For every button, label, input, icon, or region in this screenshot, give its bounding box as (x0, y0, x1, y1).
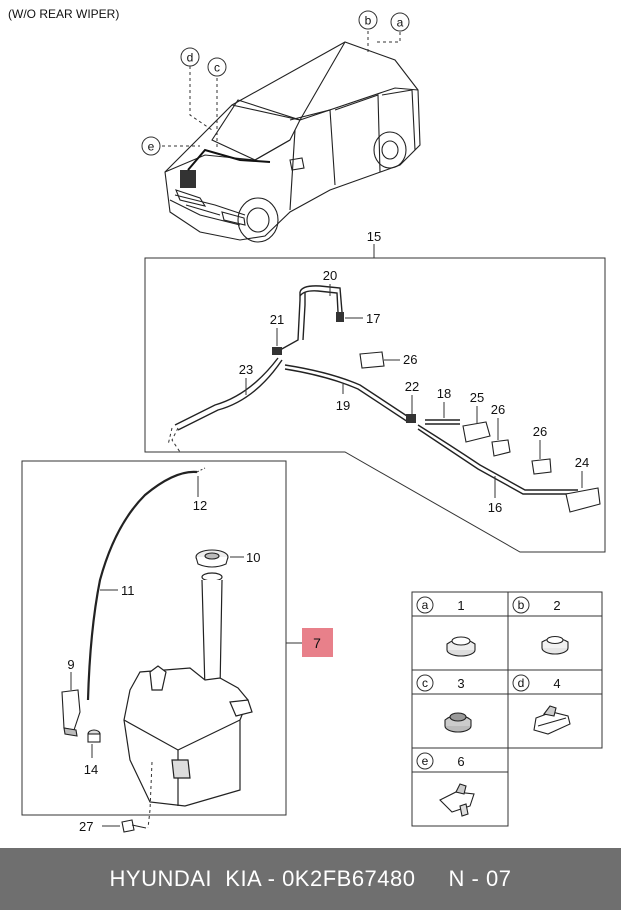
svg-text:d: d (187, 51, 194, 65)
svg-text:a: a (422, 598, 429, 612)
label-19: 19 (336, 398, 350, 413)
label-14: 14 (84, 762, 98, 777)
reservoir-frame (21, 460, 287, 816)
mounting-bolt (121, 819, 147, 833)
svg-text:c: c (214, 61, 220, 75)
label-23: 23 (239, 362, 253, 377)
washer-reservoir (123, 572, 253, 807)
label-11: 11 (121, 583, 135, 598)
svg-text:b: b (518, 598, 525, 612)
pump-grommet (87, 729, 101, 743)
label-20: 20 (323, 268, 337, 283)
label-9: 9 (67, 657, 74, 672)
label-16: 16 (488, 500, 502, 515)
legend-cell-d: d 4 (512, 674, 571, 735)
svg-text:6: 6 (457, 754, 464, 769)
svg-text:b: b (365, 14, 372, 28)
connector-22 (406, 414, 416, 423)
svg-text:2: 2 (553, 598, 560, 613)
label-15: 15 (367, 229, 381, 244)
vehicle-illustration (164, 41, 421, 243)
highlight-part-7 (302, 628, 333, 657)
connector-21 (272, 347, 282, 355)
label-26a: 26 (403, 352, 417, 367)
svg-text:a: a (397, 16, 404, 30)
label-22: 22 (405, 379, 419, 394)
svg-text:1: 1 (457, 598, 464, 613)
svg-text:d: d (518, 676, 525, 690)
connector-17 (336, 312, 344, 322)
callout-a: a (390, 12, 410, 32)
label-26b: 26 (491, 402, 505, 417)
footer-part-number: HYUNDAI KIA - 0K2FB67480 N - 07 (109, 866, 512, 891)
legend-cell-b: b 2 (512, 596, 569, 655)
legend-grid (411, 591, 603, 827)
label-17: 17 (366, 311, 380, 326)
label-25: 25 (470, 390, 484, 405)
legend-cell-e: e 6 (416, 752, 475, 817)
hose-assembly-frame (144, 257, 606, 553)
legend-cell-a: a 1 (416, 596, 476, 657)
label-24: 24 (575, 455, 589, 470)
nozzles (359, 351, 601, 513)
label-10: 10 (246, 550, 260, 565)
caption: (W/O REAR WIPER) (8, 7, 119, 21)
callout-e: e (141, 136, 161, 156)
callout-b: b (358, 10, 378, 30)
footer-bar: HYUNDAI KIA - 0K2FB67480 N - 07 (0, 848, 621, 910)
svg-text:4: 4 (553, 676, 560, 691)
callout-d: d (180, 47, 200, 67)
callout-c: c (207, 57, 227, 77)
label-27: 27 (79, 819, 93, 834)
hood-hose (187, 148, 271, 171)
label-26c: 26 (533, 424, 547, 439)
hose-11 (86, 470, 198, 701)
washer-pump (61, 689, 81, 737)
callout-leaders (162, 31, 401, 150)
label-18: 18 (437, 386, 451, 401)
label-21: 21 (270, 312, 284, 327)
filler-cap (195, 549, 229, 568)
label-12: 12 (193, 498, 207, 513)
hose-23-tail (171, 427, 181, 453)
svg-text:e: e (422, 754, 429, 768)
legend-cell-c: c 3 (416, 674, 472, 733)
reservoir-on-car (180, 170, 196, 188)
label-7: 7 (313, 635, 321, 651)
parts-diagram: (W/O REAR WIPER) (8, 7, 606, 834)
washer-hoses (174, 285, 578, 495)
svg-text:3: 3 (457, 676, 464, 691)
svg-text:c: c (422, 676, 428, 690)
svg-text:e: e (148, 140, 155, 154)
